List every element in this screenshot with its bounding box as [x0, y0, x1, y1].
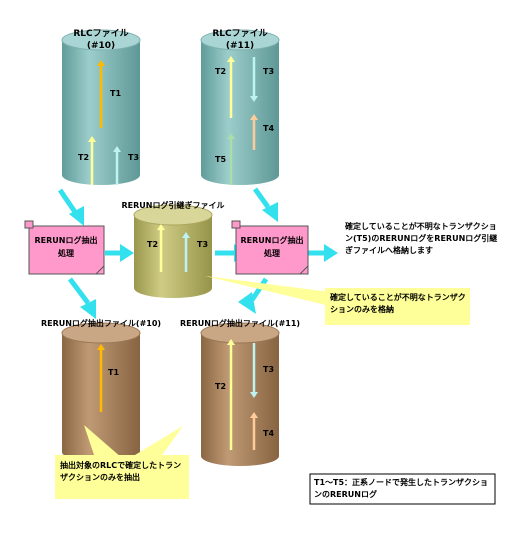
rlc11-title-line2: (#11)	[226, 41, 254, 51]
flow-arrow-rlc11-to-proc	[252, 187, 278, 222]
callout-mid	[205, 276, 470, 325]
process-box-left	[24, 220, 105, 275]
flow-arrow-proc-to-extract10	[68, 277, 96, 319]
callout-bottom-text: 抽出対象のRLCで確定したトランザクションのみを抽出	[60, 461, 182, 482]
handover-label-t2: T2	[147, 240, 158, 249]
rlc10-title-line1: RLCファイル	[73, 28, 128, 39]
rlc11-label-t2: T2	[215, 67, 226, 76]
handover-label-t3: T3	[197, 240, 208, 249]
extract10-label-t1: T1	[108, 368, 119, 377]
extract11-label-t3: T3	[263, 365, 274, 374]
rlc10-label-t1: T1	[110, 89, 121, 98]
rlc11-label-t3: T3	[263, 67, 274, 76]
tx-arrow-t3-rlc10	[113, 146, 121, 185]
rlc11-title-line1: RLCファイル	[212, 28, 267, 39]
tx-arrow-t2-rlc10	[88, 136, 96, 185]
callout-mid-text: 確定していることが不明なトランザクションのみを格納	[330, 293, 466, 314]
rlc10-title-line2: (#10)	[87, 41, 115, 51]
handover-file-cylinder	[133, 204, 213, 298]
process-box-right	[231, 220, 309, 275]
legend-box	[309, 473, 496, 505]
rlc11-label-t5: T5	[215, 155, 226, 164]
tx-arrow-t2-handover	[157, 224, 165, 272]
extract-file-11-cylinder	[200, 322, 280, 466]
proc-right-line2: 処理	[263, 248, 280, 258]
legend-text: T1〜T5：正系ノードで発生したトランザクションのRERUNログ	[314, 478, 489, 499]
tx-arrow-t2-rlc11	[227, 56, 235, 118]
tx-arrow-t4-rlc11	[250, 114, 258, 150]
tx-arrow-t1-rlc10	[97, 60, 105, 128]
extract11-title: RERUNログ抽出ファイル(#11)	[180, 318, 300, 328]
note-right: 確定していることが不明なトランザクション(T5)のRERUNログをRERUNログ…	[345, 222, 498, 255]
callout-bottom	[55, 425, 189, 499]
proc-right-line1: RERUNログ抽出	[241, 235, 304, 245]
tx-arrow-t3-extract11	[250, 343, 258, 398]
rlc11-label-t4: T4	[263, 124, 274, 133]
proc-left-line1: RERUNログ抽出	[35, 235, 98, 245]
proc-left-line2: 処理	[57, 248, 74, 258]
flow-arrow-rlc10-to-proc	[57, 188, 84, 226]
rlc10-label-t2: T2	[78, 153, 89, 162]
tx-arrow-t2-extract11	[227, 339, 235, 450]
handover-title: RERUNログ引継ぎファイル	[122, 200, 225, 210]
flow-arrow-proc-to-note	[308, 244, 338, 262]
tx-arrow-t3-rlc11	[250, 57, 258, 102]
flow-arrow-proc-to-extract11	[238, 277, 269, 314]
tx-arrow-t3-handover	[182, 232, 190, 272]
extract10-title: RERUNログ抽出ファイル(#10)	[41, 318, 161, 328]
rlc-file-11-cylinder	[200, 29, 280, 185]
extract11-label-t2: T2	[215, 382, 226, 391]
rlc10-label-t3: T3	[128, 153, 139, 162]
tx-arrow-t4-extract11	[250, 412, 258, 450]
tx-arrow-t5-rlc11	[227, 133, 235, 185]
tx-arrow-t1-extract10	[97, 344, 105, 412]
extract11-label-t4: T4	[263, 429, 274, 438]
flow-arrow-proc-to-handover	[105, 244, 134, 262]
